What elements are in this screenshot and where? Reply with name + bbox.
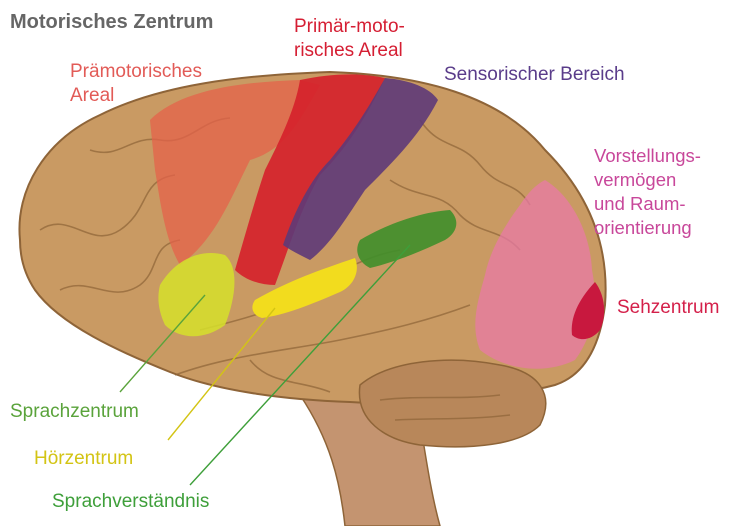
label-premotor-area: Prämotorisches Areal bbox=[70, 60, 202, 108]
label-motor-center: Motorisches Zentrum bbox=[10, 10, 213, 34]
label-visual-center: Sehzentrum bbox=[617, 296, 719, 320]
label-language-comprehension: Sprachverständnis bbox=[52, 490, 209, 514]
cerebellum bbox=[359, 360, 545, 447]
label-speech-center: Sprachzentrum bbox=[10, 400, 139, 424]
label-hearing-center: Hörzentrum bbox=[34, 447, 133, 471]
label-sensory-area: Sensorischer Bereich bbox=[444, 63, 625, 87]
label-primary-motor-area: Primär-moto- risches Areal bbox=[294, 15, 405, 63]
label-imagination-spatial: Vorstellungs- vermögen und Raum- orienti… bbox=[594, 144, 701, 240]
